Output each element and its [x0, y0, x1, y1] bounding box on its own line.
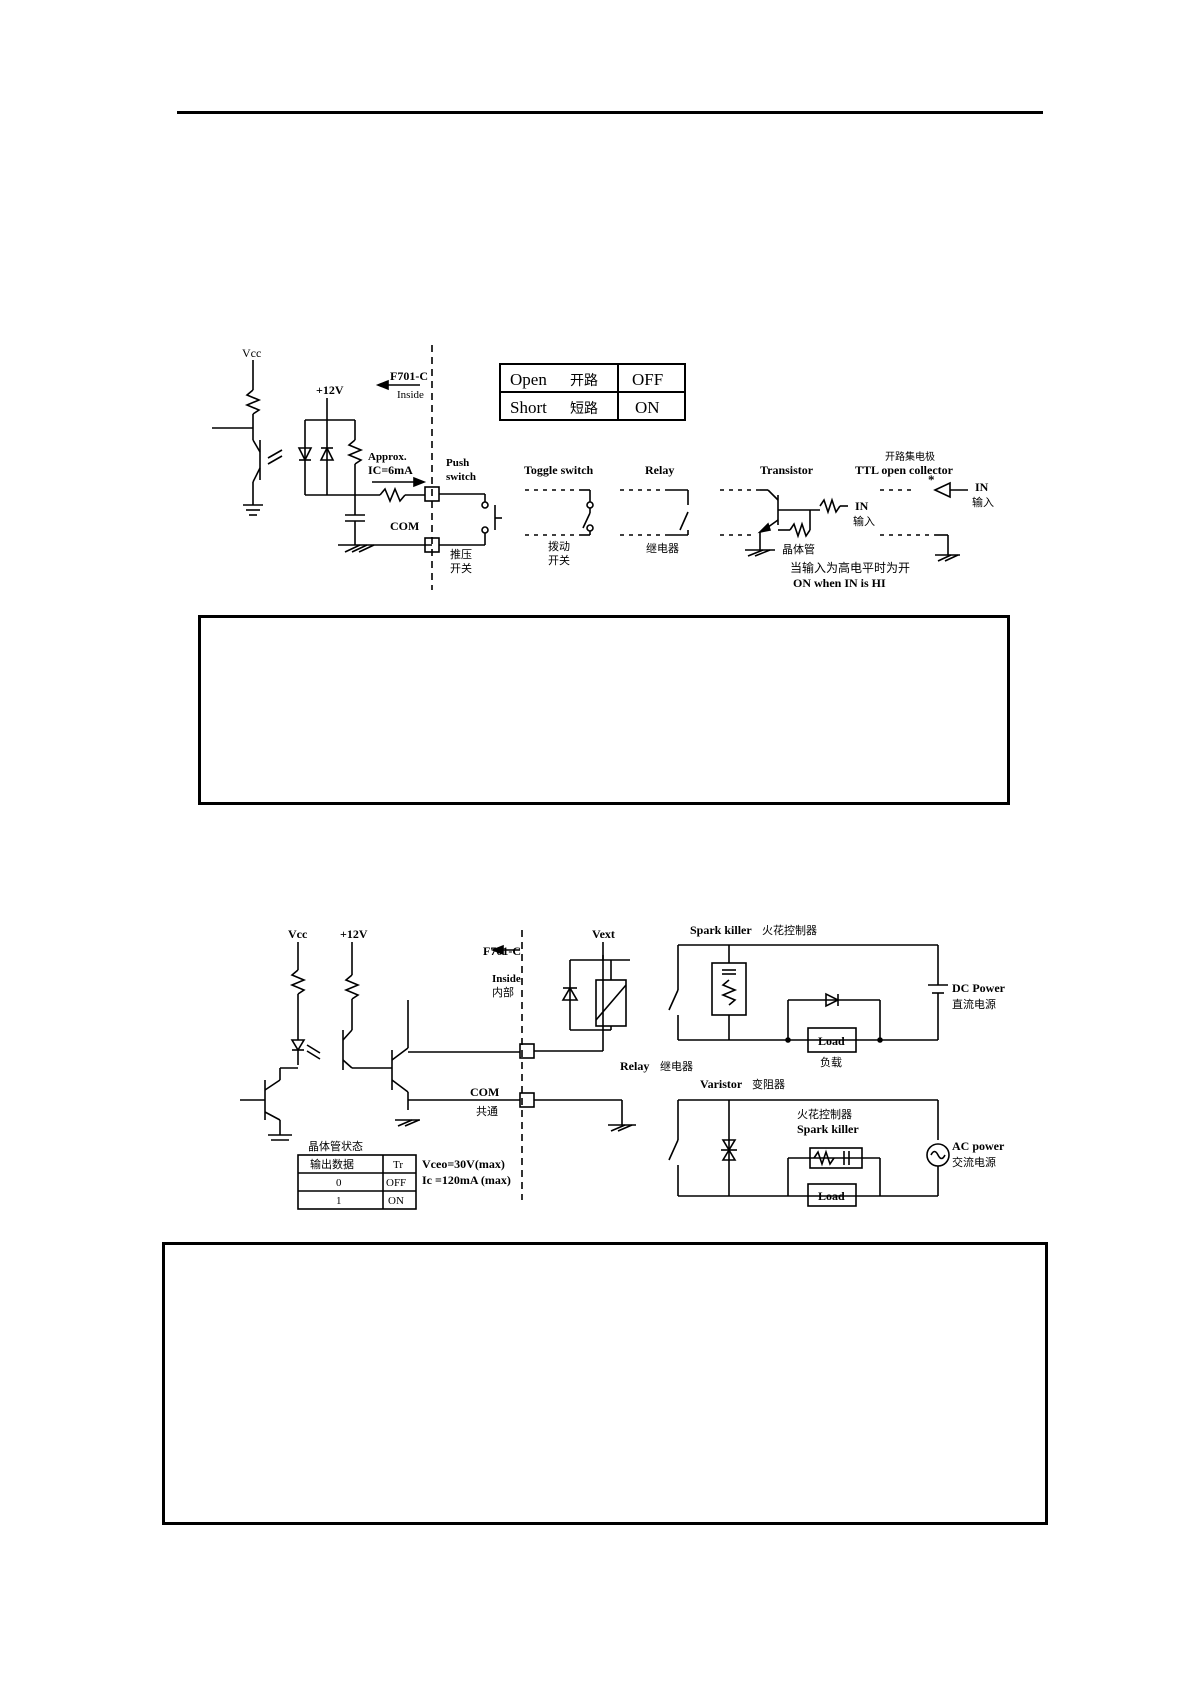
output-notes-box	[162, 1242, 1048, 1525]
input-notes-box	[198, 615, 1010, 805]
vext-label: Vext	[592, 927, 615, 941]
output-relay-cn: 继电器	[660, 1060, 693, 1073]
spark-killer-2-cn: 火花控制器	[797, 1107, 852, 1121]
push-switch-label-1: Push	[446, 457, 469, 469]
input-com-label: COM	[390, 519, 419, 533]
state-table-cell-0-1: OFF	[386, 1177, 406, 1189]
transistor-in-label: IN	[855, 499, 869, 513]
input-ic-label: IC=6mA	[368, 463, 413, 477]
transistor-label: Transistor	[760, 463, 814, 477]
toggle-switch-label: Toggle switch	[524, 463, 594, 477]
transistor-in-cn: 输入	[853, 514, 875, 528]
toggle-cn-1: 拨动	[548, 539, 570, 553]
load-2-label: Load	[818, 1189, 845, 1203]
output-inside-cn: 内部	[492, 985, 514, 999]
state-table-cell-0-0: 0	[336, 1177, 342, 1189]
relay-cn: 继电器	[646, 542, 679, 555]
ac-power-cn: 交流电源	[952, 1155, 996, 1169]
state-row-short-cn: 短路	[570, 401, 598, 417]
state-table-cell-1-1: ON	[388, 1195, 404, 1207]
output-inside-label: Inside	[492, 973, 521, 985]
transistor-cn: 晶体管	[782, 542, 815, 556]
output-12v-label: +12V	[340, 927, 368, 941]
push-switch-label-2: switch	[446, 471, 476, 483]
state-table-header-1: Tr	[393, 1159, 403, 1171]
input-vcc-label: Vcc	[242, 346, 261, 360]
relay-label: Relay	[645, 463, 674, 477]
state-table-header-0: 输出数据	[310, 1157, 354, 1171]
state-row-open-en: Open	[510, 370, 547, 389]
vceo-label: Vceo=30V(max)	[422, 1157, 505, 1171]
input-inside-label: Inside	[397, 389, 424, 401]
load-cn: 负载	[820, 1055, 842, 1069]
toggle-cn-2: 开关	[548, 553, 570, 567]
input-boundary-label: F701-C	[390, 369, 428, 383]
ttl-asterisk: *	[928, 472, 935, 487]
spark-killer-label: Spark killer	[690, 923, 752, 937]
output-com-label: COM	[470, 1085, 499, 1099]
ttl-label: TTL open collector	[855, 463, 954, 477]
ttl-in-cn: 输入	[972, 495, 994, 509]
dc-power-label: DC Power	[952, 981, 1006, 995]
state-row-open-cn: 开路	[570, 373, 598, 389]
ttl-in-label: IN	[975, 480, 989, 494]
output-relay-label: Relay	[620, 1059, 649, 1073]
output-vcc-label: Vcc	[288, 927, 308, 941]
varistor-cn: 变阻器	[752, 1077, 785, 1091]
spark-killer-2-label: Spark killer	[797, 1122, 859, 1136]
varistor-label: Varistor	[700, 1077, 743, 1091]
spark-killer-cn: 火花控制器	[762, 923, 817, 937]
note-en: ON when IN is HI	[793, 576, 886, 590]
output-com-cn: 共通	[476, 1105, 498, 1118]
push-switch-cn-1: 推压	[450, 547, 472, 561]
state-row-short-state: ON	[635, 398, 660, 417]
ic-max-label: Ic =120mA (max)	[422, 1173, 511, 1187]
state-row-open-state: OFF	[632, 370, 663, 389]
output-boundary-label: F701-C	[483, 944, 521, 958]
state-table-cell-1-0: 1	[336, 1195, 342, 1207]
input-12v-label: +12V	[316, 383, 344, 397]
state-table-title: 晶体管状态	[308, 1139, 363, 1153]
top-rule	[177, 111, 1043, 114]
dc-power-cn: 直流电源	[952, 997, 996, 1011]
note-cn: 当输入为高电平时为开	[790, 560, 910, 575]
state-row-short-en: Short	[510, 398, 547, 417]
ttl-cn-label: 开路集电极	[885, 450, 935, 463]
ac-power-label: AC power	[952, 1139, 1005, 1153]
push-switch-cn-2: 开关	[450, 561, 472, 575]
load-label: Load	[818, 1034, 845, 1048]
input-approx-label: Approx.	[368, 451, 407, 463]
